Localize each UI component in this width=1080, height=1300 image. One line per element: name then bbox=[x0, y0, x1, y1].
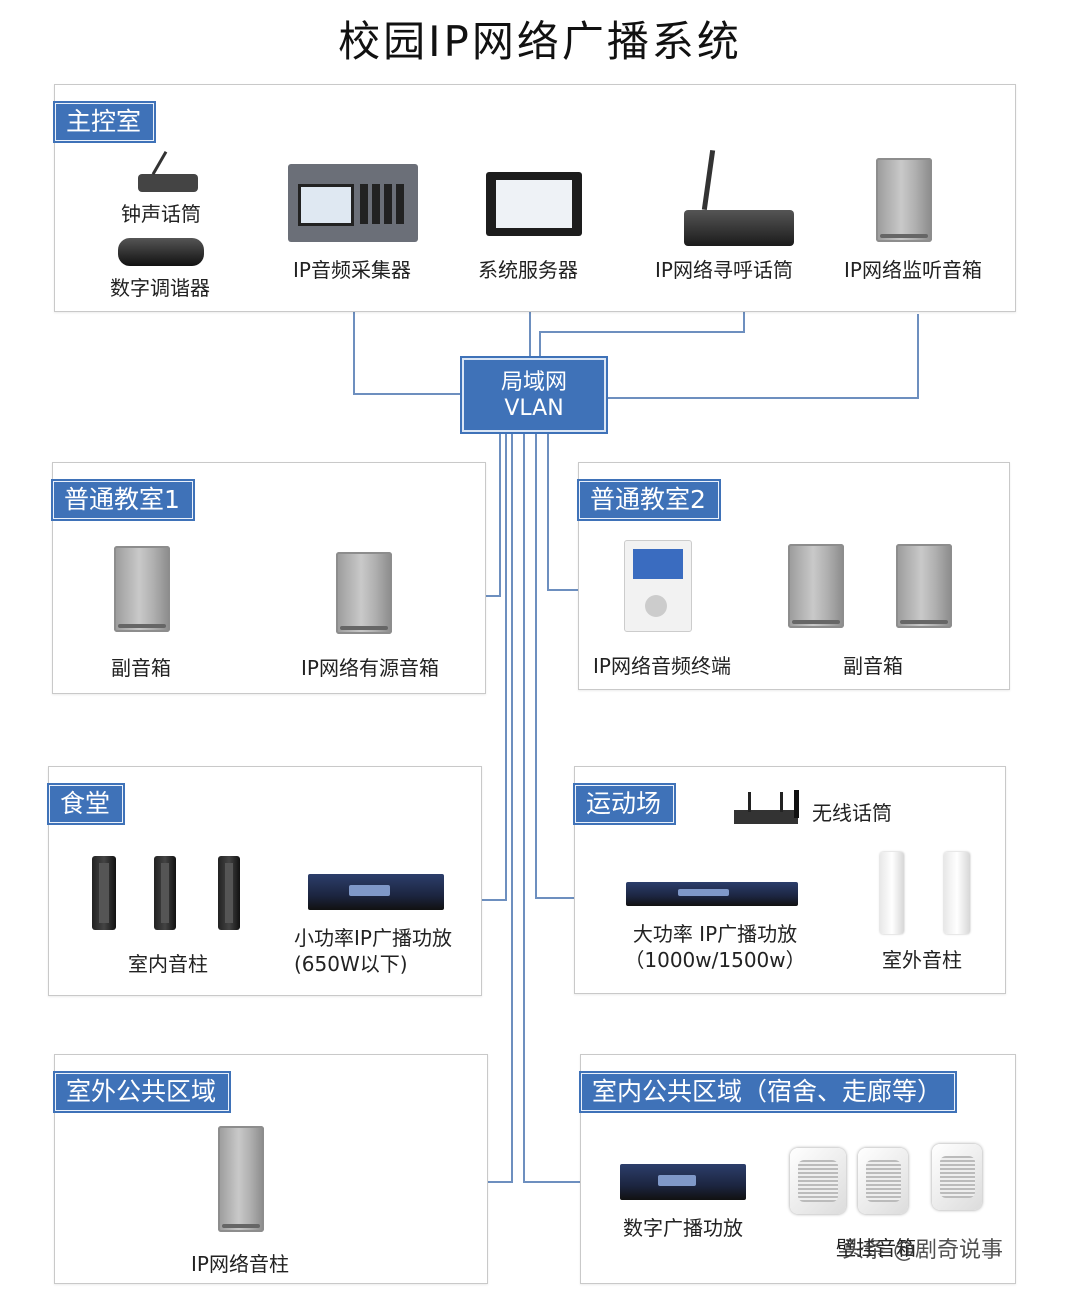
lan-label: 局域网 bbox=[500, 370, 567, 395]
label-ip-audio-collector: IP音频采集器 bbox=[293, 258, 411, 282]
big-amp-icon bbox=[626, 882, 798, 906]
indoor-column-2-icon bbox=[154, 856, 176, 930]
label-ip-paging-mic: IP网络寻呼话筒 bbox=[655, 258, 793, 282]
sub-speaker-2-icon bbox=[896, 544, 952, 628]
label-digital-tuner: 数字调谐器 bbox=[110, 276, 210, 300]
panel-title: 运动场 bbox=[572, 783, 677, 825]
wireless-mic-icon bbox=[734, 790, 802, 824]
indoor-column-3-icon bbox=[218, 856, 240, 930]
label-wireless-mic: 无线话筒 bbox=[812, 801, 892, 825]
label-ip-column: IP网络音柱 bbox=[191, 1252, 289, 1276]
label-system-server: 系统服务器 bbox=[478, 258, 578, 282]
small-amp-icon bbox=[308, 874, 444, 910]
wire-collector-vlan bbox=[353, 290, 462, 395]
label-sub-speaker: 副音箱 bbox=[111, 656, 171, 680]
ip-active-speaker-icon bbox=[336, 552, 392, 634]
label-ip-active-speaker: IP网络有源音箱 bbox=[301, 656, 439, 680]
outdoor-column-2-icon bbox=[944, 852, 970, 934]
label-sub-speaker: 副音箱 bbox=[843, 654, 903, 678]
ip-paging-mic-icon bbox=[684, 149, 796, 250]
label-indoor-column: 室内音柱 bbox=[128, 952, 208, 976]
diagram-title: 校园IP网络广播系统 bbox=[338, 17, 742, 66]
ip-audio-collector-icon bbox=[288, 164, 418, 242]
panel-title: 普通教室1 bbox=[51, 479, 195, 521]
panel-sports-field: 运动场 bbox=[572, 766, 1006, 994]
outdoor-column-1-icon bbox=[880, 852, 904, 934]
label-bell-mic: 钟声话筒 bbox=[121, 202, 201, 226]
indoor-column-1-icon bbox=[92, 856, 116, 930]
label-ip-audio-terminal: IP网络音频终端 bbox=[593, 654, 731, 678]
watermark-text: 头条 @剧奇说事 bbox=[842, 1238, 1003, 1263]
digital-amp-icon bbox=[620, 1164, 746, 1200]
ip-monitor-speaker-icon bbox=[876, 158, 932, 242]
ip-audio-terminal-icon bbox=[624, 540, 692, 632]
wall-speaker-2-icon bbox=[858, 1148, 908, 1214]
label-small-amp-line2: (650W以下) bbox=[294, 952, 408, 976]
panel-title: 室内公共区域（宿舍、走廊等） bbox=[578, 1071, 958, 1113]
ip-column-icon bbox=[218, 1126, 264, 1232]
wire-monitor-vlan bbox=[606, 314, 919, 399]
vlan-label: VLAN bbox=[504, 396, 564, 421]
panel-title: 主控室 bbox=[52, 101, 157, 143]
label-digital-amp: 数字广播功放 bbox=[623, 1216, 743, 1240]
panel-title: 普通教室2 bbox=[577, 479, 721, 521]
label-ip-monitor-speaker: IP网络监听音箱 bbox=[844, 258, 982, 282]
panel-title: 食堂 bbox=[46, 783, 126, 825]
label-big-amp-line2: （1000w/1500w） bbox=[624, 948, 806, 972]
panel-title: 室外公共区域 bbox=[52, 1071, 232, 1113]
bell-mic-icon bbox=[138, 150, 198, 192]
wall-speaker-1-icon bbox=[790, 1148, 846, 1214]
label-outdoor-column: 室外音柱 bbox=[882, 948, 962, 972]
sub-speaker-1-icon bbox=[788, 544, 844, 628]
sub-speaker-icon bbox=[114, 546, 170, 632]
label-small-amp-line1: 小功率IP广播功放 bbox=[294, 926, 452, 950]
lan-vlan-switch: 局域网 VLAN bbox=[460, 356, 608, 434]
system-server-icon bbox=[486, 172, 582, 236]
panel-outdoor-public: 室外公共区域 bbox=[52, 1054, 488, 1284]
label-big-amp-line1: 大功率 IP广播功放 bbox=[632, 922, 798, 946]
label-wall-speaker: 壁挂音箱 bbox=[836, 1236, 916, 1260]
digital-tuner-icon bbox=[118, 238, 204, 266]
wall-speaker-3-icon bbox=[932, 1144, 982, 1210]
